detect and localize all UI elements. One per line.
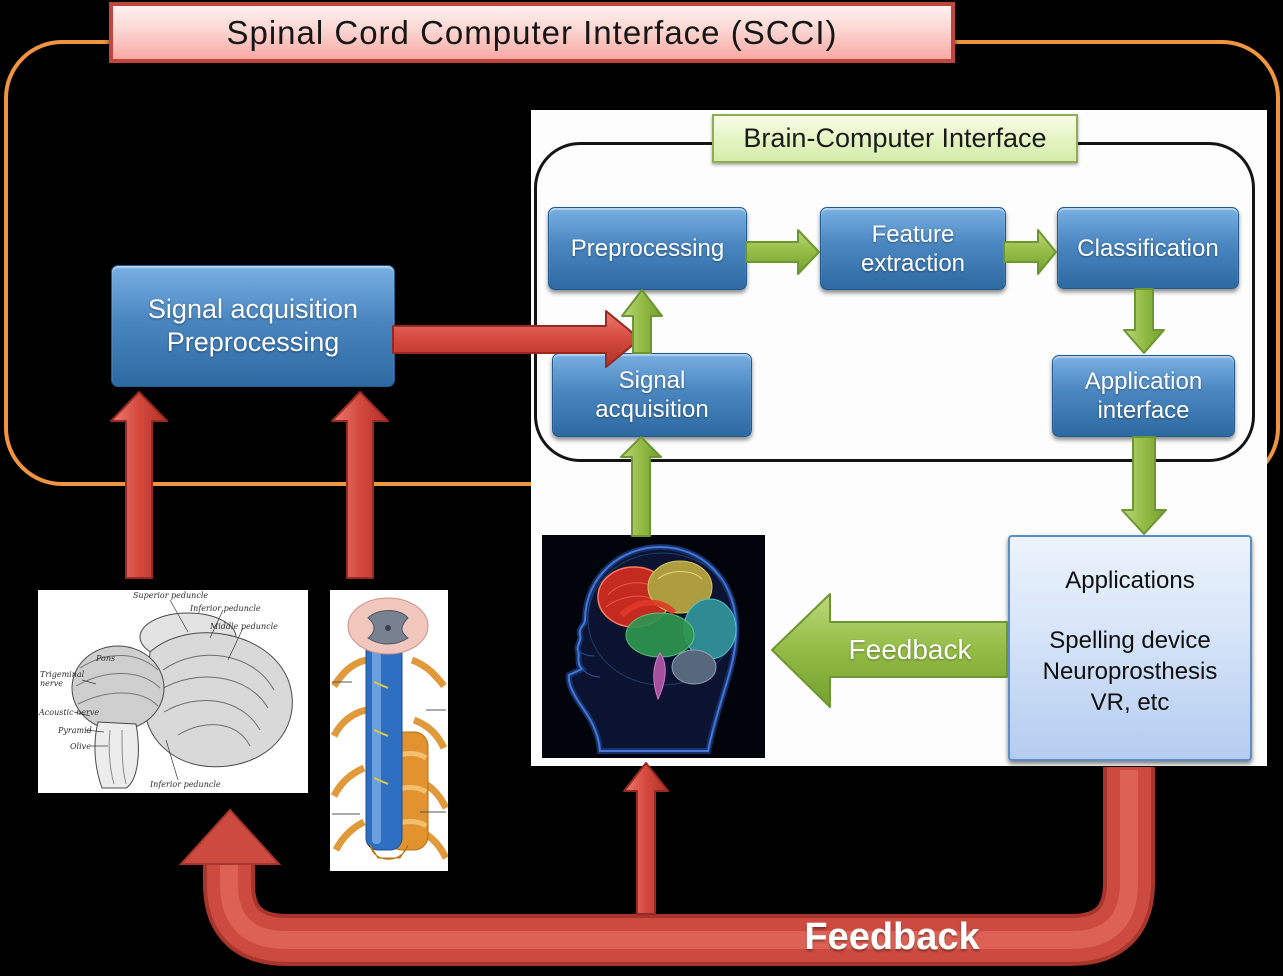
application-interface-label: Application interface [1084,368,1203,424]
nerve-root [330,764,366,798]
feedback-green-label: Feedback [848,634,972,665]
nerve-root [330,706,367,738]
bci-title-box: Brain-Computer Interface [712,114,1078,163]
spinal-cord-art [330,597,450,860]
cerebellum-fold [162,654,275,691]
engraving-label: Acoustic nerve [39,708,100,717]
brain-art [565,543,740,754]
cerebellum-fold [163,699,261,731]
application-interface-box: Application interface [1052,355,1235,437]
cerebellum-body [144,632,293,768]
feature-extraction-box: Feature extraction [820,207,1006,290]
engraving-label: Middle peduncle [210,622,278,631]
central-canal [385,625,391,631]
red-arrow-feedback-to-brain [623,762,669,915]
scci-title-banner: Spinal Cord Computer Interface (SCCI) [109,2,955,63]
cerebellum-slate [671,649,717,685]
signal-acquisition-box: Signal acquisition [552,353,752,437]
leader-line [81,679,97,685]
feedback-loop-arrowhead [178,808,282,865]
medulla-line [108,729,115,785]
feedback-red-label: Feedback [804,916,980,958]
spinal-cord-illustration [330,590,450,871]
parietal-gyri [657,571,703,580]
classification-box: Classification [1057,207,1239,289]
leader-line [227,627,244,661]
pons-striation [79,655,159,671]
scci-title: Spinal Cord Computer Interface (SCCI) [226,13,838,51]
face-lines [577,650,601,678]
cerebellum-fold [177,724,251,747]
leader-line [73,711,91,717]
preprocessing-label: Preprocessing [570,235,725,262]
parietal-lobe-yellow [647,560,713,614]
pons [71,645,165,731]
medulla [94,721,139,789]
pons-striation [77,692,159,707]
engraving-label: Pyramid [58,726,92,735]
engraving-label: Pons [96,654,116,663]
nerve-root [410,656,447,689]
feature-extraction-label: Feature extraction [860,220,966,277]
bci-title: Brain-Computer Interface [743,123,1047,153]
applications-item: Spelling device [1049,627,1211,654]
left-box-line1: Signal acquisition [147,294,359,324]
engraving-label: Olive [70,742,91,751]
medulla-line [121,729,127,785]
temporal-lobe-green [625,612,695,658]
applications-items: Spelling device Neuroprosthesis VR, etc [1010,625,1250,718]
nerve-root [332,818,366,852]
signal-acquisition-preprocessing-box: Signal acquisition Preprocessing [111,265,395,387]
engraving-label: Inferior peduncle [190,604,261,613]
leader-line [209,609,224,639]
classification-label: Classification [1077,234,1219,262]
applications-box: Applications Spelling device Neuroprosth… [1008,535,1252,761]
dural-sheath [365,637,403,851]
left-box-line2: Preprocessing [166,327,340,357]
brainstem-magenta [653,652,666,701]
corpus-callosum-red [619,599,677,618]
brain-profile-image [542,535,765,758]
brainstem-cerebellum-engraving: Superior peduncle Inferior peduncle Midd… [38,590,308,793]
nerve-root [331,656,368,688]
cerebellum-fold [159,676,269,709]
nerve-root [412,716,448,750]
preprocessing-box: Preprocessing [548,207,747,290]
applications-title: Applications [1065,567,1195,594]
engraving-label: Superior peduncle [133,591,209,600]
leader-line [169,599,189,633]
engraving-art [71,599,293,789]
leader-line [165,739,179,781]
signal-acquisition-label: Signal acquisition [595,367,709,423]
engraving-label: Inferior peduncle [150,780,221,789]
leader-line [85,729,105,733]
applications-item: VR, etc [1090,689,1170,716]
dura-highlight [372,644,381,844]
applications-item: Neuroprosthesis [1042,658,1218,685]
engraving-label: Trigeminal nerve [40,670,85,688]
